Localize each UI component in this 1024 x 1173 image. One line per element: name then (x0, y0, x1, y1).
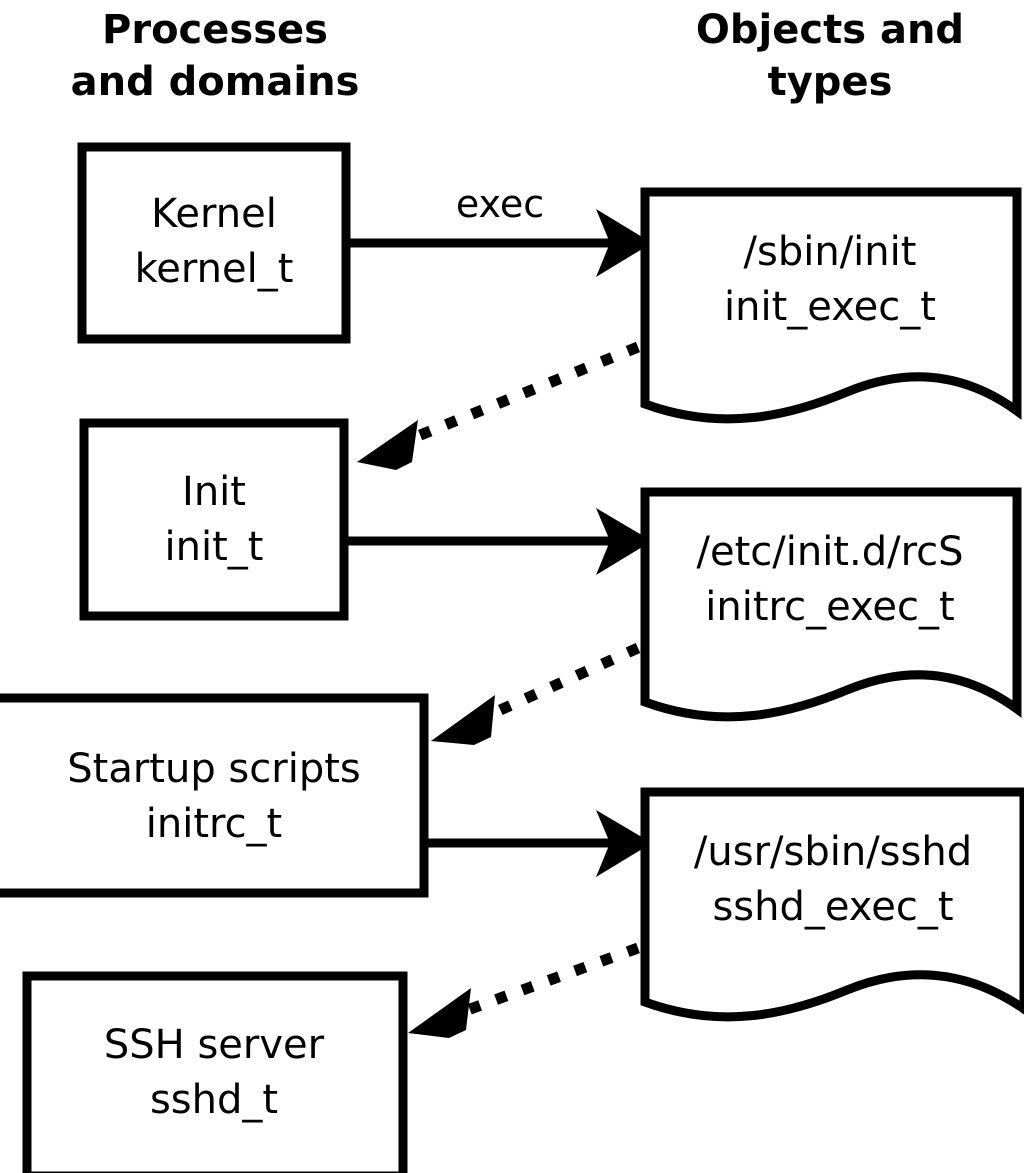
node-init_exec-line2: init_exec_t (724, 284, 936, 330)
node-sshd_exec[interactable]: /usr/sbin/sshd sshd_exec_t (640, 787, 1024, 1022)
node-sshd_exec-line1: /usr/sbin/sshd (694, 829, 972, 875)
column-header-processes-line2: and domains (71, 59, 360, 105)
node-sshd_exec-line2: sshd_exec_t (712, 884, 953, 930)
arrowhead (596, 810, 652, 877)
column-header-processes-line1: Processes (102, 7, 328, 53)
edge-line (405, 341, 641, 446)
column-header-objects-line2: types (768, 59, 893, 105)
node-initrc-box[interactable] (0, 693, 429, 898)
edge-line (484, 642, 641, 722)
node-init[interactable]: Init init_t (79, 418, 349, 621)
node-sshd-line2: sshd_t (150, 1077, 278, 1123)
arrowhead (596, 508, 652, 575)
edge-initrc-exec-sshd_exec (428, 810, 652, 877)
node-initrc-line1: Startup scripts (67, 746, 360, 792)
node-kernel-line2: kernel_t (135, 246, 294, 292)
edge-label-exec: exec (456, 182, 544, 226)
node-init_exec-document-shape[interactable] (640, 187, 1022, 424)
node-sshd_exec-document-shape[interactable] (640, 787, 1024, 1022)
node-initrc-line2: initrc_t (146, 801, 283, 847)
node-init-line2: init_t (165, 524, 264, 570)
node-initrc_exec-document-shape[interactable] (640, 487, 1022, 722)
node-init_exec-line1: /sbin/init (744, 229, 917, 275)
node-sshd-line1: SSH server (104, 1022, 325, 1068)
edge-kernel-exec-init_exec: exec (350, 182, 652, 277)
node-initrc_exec-line1: /etc/init.d/rcS (696, 529, 963, 575)
edge-line (460, 942, 640, 1018)
node-sshd-box[interactable] (22, 971, 408, 1173)
edge-sshd_exec-transition-sshd (408, 942, 640, 1038)
column-header-objects-line1: Objects and (696, 7, 964, 53)
edge-init-exec-initrc_exec (348, 508, 652, 575)
node-kernel[interactable]: Kernel kernel_t (77, 142, 351, 344)
node-init-box[interactable] (79, 418, 349, 621)
node-init_exec[interactable]: /sbin/init init_exec_t (640, 187, 1022, 424)
node-kernel-line1: Kernel (151, 191, 277, 237)
edge-init_exec-transition-init (357, 341, 641, 470)
arrowhead (408, 988, 471, 1038)
arrowhead (431, 695, 495, 745)
node-initrc_exec-line2: initrc_exec_t (705, 584, 954, 630)
node-sshd[interactable]: SSH server sshd_t (22, 971, 408, 1173)
arrowhead (596, 209, 652, 277)
arrowhead (357, 420, 418, 470)
node-initrc_exec[interactable]: /etc/init.d/rcS initrc_exec_t (640, 487, 1022, 722)
node-init-line1: Init (182, 469, 246, 515)
node-kernel-box[interactable] (77, 142, 351, 344)
node-initrc[interactable]: Startup scripts initrc_t (0, 693, 429, 898)
edge-initrc_exec-transition-initrc (431, 642, 641, 745)
